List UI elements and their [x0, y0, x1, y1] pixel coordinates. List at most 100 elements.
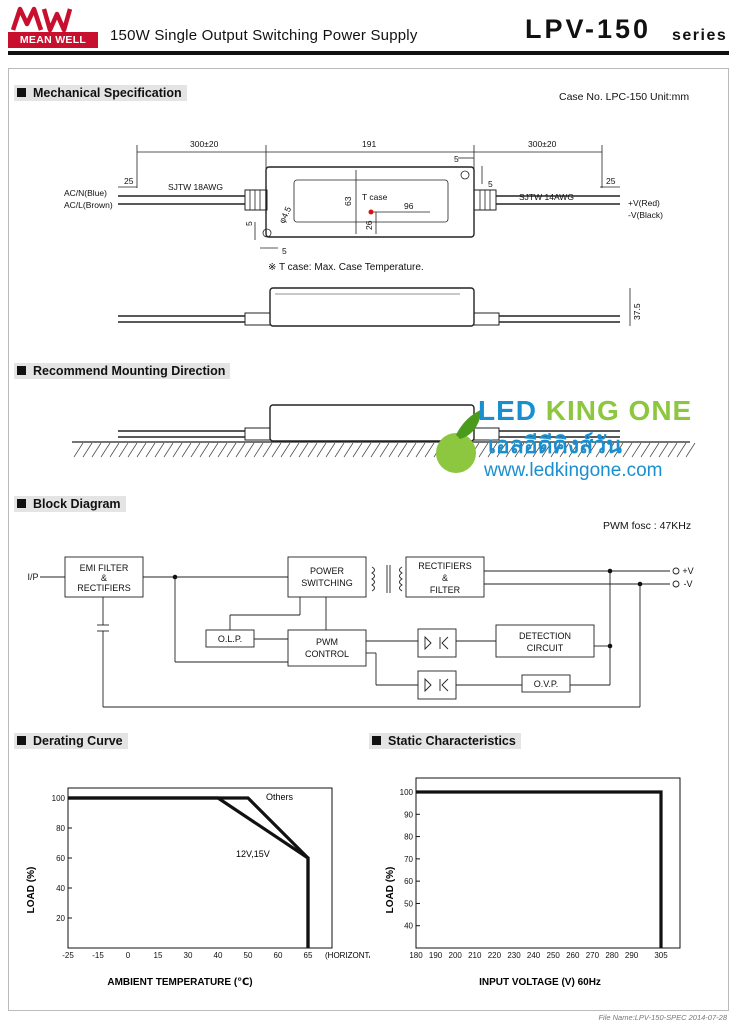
static-x-tick: 290: [625, 951, 639, 960]
static-y-tick: 50: [404, 899, 413, 908]
derating-x-tick: 65: [304, 951, 313, 960]
static-xlabel: INPUT VOLTAGE (V) 60Hz: [479, 977, 601, 988]
block-diagram: I/P EMI FILTER & RECTIFIERS POWER SWITCH…: [27, 556, 694, 708]
dim-tcase-x: 96: [404, 201, 414, 211]
mounting-drawing: [72, 404, 696, 458]
model-name: LPV-150: [525, 14, 652, 44]
leaf-globe-icon: [436, 409, 482, 473]
derating-x-tick: 15: [154, 951, 163, 960]
static-y-tick: 40: [404, 922, 413, 931]
derating-x-tick: -25: [62, 951, 74, 960]
pwm-line1: PWM: [316, 637, 338, 647]
watermark-thai: เอลอีดีคิงส์วัน: [488, 432, 622, 458]
detection-line1: DETECTION: [519, 631, 571, 641]
footer-file-info: File Name:LPV-150-SPEC 2014-07-28: [598, 1013, 727, 1022]
bullet-square-icon: [17, 736, 26, 745]
header-rule: [8, 51, 729, 55]
derating-y-tick: 80: [56, 824, 65, 833]
derating-xlabel: AMBIENT TEMPERATURE (℃): [107, 977, 252, 988]
page-frame: [8, 68, 729, 1011]
derating-x-tick: 50: [244, 951, 253, 960]
bullet-square-icon: [17, 499, 26, 508]
bullet-square-icon: [372, 736, 381, 745]
derating-y-tick: 100: [52, 794, 66, 803]
dim-tcase-y: 26: [364, 220, 374, 230]
series-label-12v15v: 12V,15V: [236, 849, 270, 859]
watermark-brand: LED KING ONE: [478, 395, 693, 426]
section-mechanical: Mechanical Specification: [14, 85, 187, 101]
static-x-tick: 260: [566, 951, 580, 960]
derating-ylabel: LOAD (%): [26, 867, 37, 914]
wire-spec-input: SJTW 18AWG: [168, 182, 223, 192]
rf-line2: &: [442, 573, 448, 583]
static-x-tick: 230: [507, 951, 521, 960]
dim-ear-b: 5: [488, 179, 493, 189]
derating-y-tick: 20: [56, 914, 65, 923]
static-plot-frame: [415, 777, 681, 949]
emi-line1: EMI FILTER: [80, 563, 129, 573]
bullet-square-icon: [17, 366, 26, 375]
static-series-0: [416, 790, 663, 948]
optocoupler-1: [417, 628, 457, 658]
derating-x-tick: -15: [92, 951, 104, 960]
derating-x-tick: 0: [126, 951, 131, 960]
input-label: I/P: [27, 572, 38, 582]
derating-x-tick: 60: [274, 951, 283, 960]
emi-line3: RECTIFIERS: [77, 583, 131, 593]
wire-spec-output: SJTW 14AWG: [519, 192, 574, 202]
static-y-tick: 90: [404, 810, 413, 819]
ac-n-label: AC/N(Blue): [64, 188, 107, 198]
static-x-tick: 305: [654, 951, 668, 960]
dim-side-height: 37.5: [632, 303, 642, 320]
derating-series-1: [68, 796, 310, 948]
ovp-label: O.V.P.: [534, 679, 559, 689]
watermark-url: www.ledkingone.com: [484, 460, 663, 481]
rectifier-filter-block: [405, 556, 485, 598]
ovp-block: [521, 674, 571, 693]
v-neg-label: -V(Black): [628, 210, 663, 220]
static-x-tick: 240: [527, 951, 541, 960]
static-y-tick: 70: [404, 855, 413, 864]
power-switching-block: [287, 556, 367, 598]
pwm-line2: CONTROL: [305, 649, 349, 659]
derating-series-0: [68, 796, 310, 948]
static-ylabel: LOAD (%): [385, 867, 396, 914]
v-pos-label: +V(Red): [628, 198, 660, 208]
static-x-tick: 200: [449, 951, 463, 960]
detection-line2: CIRCUIT: [527, 643, 564, 653]
dim-strip-left: 25: [124, 176, 134, 186]
static-x-tick: 210: [468, 951, 482, 960]
section-static: Static Characteristics: [369, 733, 521, 749]
tcase-label: T case: [362, 192, 388, 202]
static-x-tick: 280: [605, 951, 619, 960]
static-y-tick: 60: [404, 877, 413, 886]
dim-body-length: 191: [362, 139, 376, 149]
ps-line2: SWITCHING: [301, 578, 353, 588]
section-mounting: Recommend Mounting Direction: [14, 363, 231, 379]
bullet-square-icon: [17, 88, 26, 97]
mw-logo-mark: [10, 6, 73, 33]
vneg-label: -V: [684, 579, 693, 589]
derating-plot-frame: [67, 787, 333, 949]
page-title: 150W Single Output Switching Power Suppl…: [110, 27, 418, 44]
dim-ear-c: 5: [244, 221, 254, 226]
ps-line1: POWER: [310, 566, 345, 576]
mechanical-drawing: 300±20 191 300±20 25 25 SJTW 18AWG SJTW …: [64, 139, 663, 327]
dim-right-length: 300±20: [528, 139, 557, 149]
derating-y-tick: 60: [56, 854, 65, 863]
static-x-tick: 250: [547, 951, 561, 960]
olp-label: O.L.P.: [218, 634, 242, 644]
derating-y-tick: 40: [56, 884, 65, 893]
pwm-frequency: PWM fosc : 47KHz: [603, 520, 692, 532]
dim-ear-a: 5: [454, 154, 459, 164]
static-x-tick: 190: [429, 951, 443, 960]
mean-well-logo: MEAN WELL: [8, 6, 98, 50]
static-x-tick: 270: [586, 951, 600, 960]
derating-x-tick: 40: [214, 951, 223, 960]
optocoupler-2: [417, 670, 457, 700]
emi-line2: &: [101, 573, 107, 583]
derating-x-tick: 30: [184, 951, 193, 960]
logo-text: MEAN WELL: [8, 32, 98, 48]
